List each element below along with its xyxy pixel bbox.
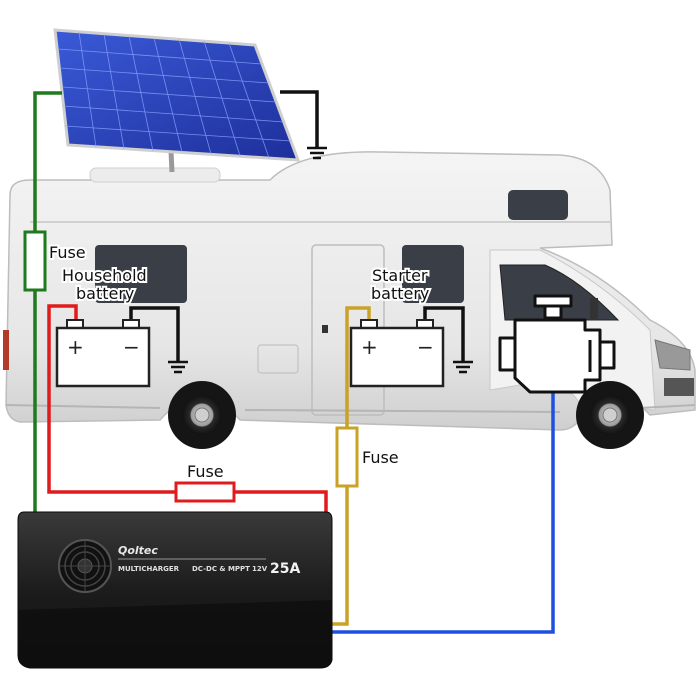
solar-panel bbox=[53, 28, 301, 173]
starter-minus: − bbox=[417, 335, 434, 359]
multicharger-device: Qoltec MULTICHARGER DC-DC & MPPT 12V 25A bbox=[17, 511, 333, 669]
device-brand: Qoltec bbox=[118, 544, 158, 557]
overcab-window bbox=[508, 190, 568, 220]
engine-wire bbox=[332, 390, 555, 634]
fuse-starter-label: Fuse bbox=[362, 448, 399, 467]
fuse-main bbox=[174, 481, 236, 503]
starter-battery-icon: + − bbox=[349, 319, 445, 388]
household-battery-label-line2: battery bbox=[76, 284, 134, 303]
rear-wheel bbox=[168, 381, 236, 449]
front-wheel bbox=[576, 381, 644, 449]
solar-ground-wire bbox=[280, 90, 319, 148]
fuse-solar-label: Fuse bbox=[49, 243, 86, 262]
ground-icon bbox=[307, 146, 327, 160]
cab-window bbox=[499, 264, 620, 321]
household-minus: − bbox=[123, 335, 140, 359]
side-window-right bbox=[402, 245, 464, 303]
fuse-solar bbox=[23, 230, 47, 292]
device-current: 25A bbox=[270, 561, 300, 577]
starter-plus: + bbox=[361, 335, 378, 359]
ground-symbols bbox=[168, 146, 473, 374]
starter-ground-wire bbox=[423, 306, 465, 362]
household-battery-label-line1: Household bbox=[62, 266, 147, 285]
device-voltage: 12V bbox=[252, 565, 268, 573]
ground-icon bbox=[168, 360, 188, 374]
engine-icon bbox=[498, 294, 616, 394]
device-mode: DC-DC & MPPT bbox=[192, 565, 250, 573]
household-ground-wire bbox=[129, 306, 180, 362]
household-battery-icon: + − bbox=[55, 319, 151, 388]
solar-wire bbox=[33, 91, 62, 512]
ground-icon bbox=[453, 360, 473, 374]
starter-battery-label-line2: battery bbox=[371, 284, 429, 303]
fuse-starter bbox=[335, 426, 359, 488]
starter-battery-label-line1: Starter bbox=[372, 266, 428, 285]
side-window-left bbox=[95, 245, 187, 303]
device-model: MULTICHARGER bbox=[118, 565, 180, 573]
starter-wire bbox=[332, 306, 371, 626]
fuse-main-label: Fuse bbox=[187, 462, 224, 481]
fan-icon bbox=[58, 539, 112, 593]
household-plus: + bbox=[67, 335, 84, 359]
